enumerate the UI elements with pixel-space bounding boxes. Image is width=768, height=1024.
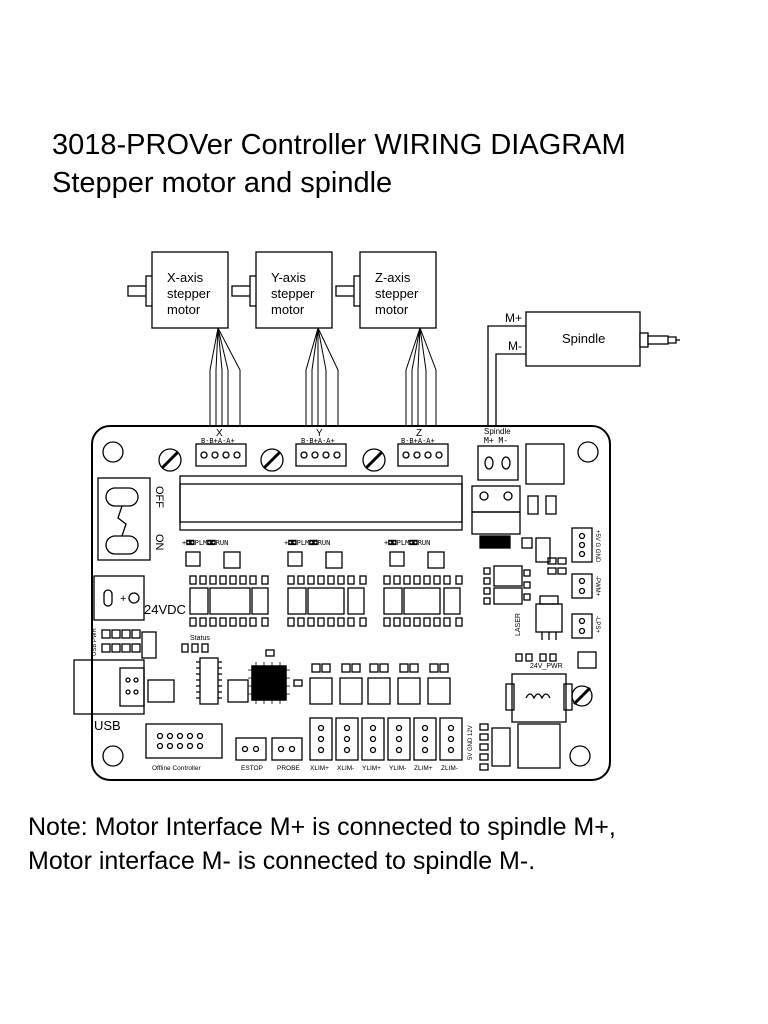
spindle-board-label: Spindle [484, 427, 511, 436]
note-line-2: Motor interface M- is connected to spind… [28, 847, 536, 875]
axis-z-led-row: +◘◘PLM◘◘RUN [384, 539, 430, 547]
bottom-connectors [145, 717, 463, 761]
connector-z-label: Z [416, 428, 422, 439]
power-jack: + 24VDC [93, 575, 186, 621]
diagram-title: 3018-PROVer Controller WIRING DIAGRAM St… [52, 126, 626, 202]
axis-driver-x: +◘◘PLM◘◘RUN [182, 539, 269, 627]
connector-y-pins: B-B+A-A+ [301, 437, 335, 445]
motor-x-line3: motor [167, 302, 201, 317]
right-connectors: +5V G GND -PWM+ -LPS+ [571, 527, 600, 639]
motor-y: Y-axis stepper motor [231, 251, 333, 329]
right-connector-3-label: -LPS+ [594, 616, 600, 633]
driver-potentiometers [158, 448, 386, 472]
status-label: Status [190, 635, 210, 642]
motor-y-line1: Y-axis [271, 270, 306, 285]
power-switch: OFF ON [97, 477, 165, 561]
status-leds [181, 643, 209, 653]
switch-off-label: OFF [153, 486, 165, 508]
label-ylim-minus: YLIM- [389, 765, 406, 772]
ic-chip [196, 657, 222, 705]
connector-y-label: Y [316, 428, 323, 439]
axis-driver-z: +◘◘PLM◘◘RUN [383, 539, 463, 627]
motor-y-line2: stepper [271, 286, 315, 301]
motor-z-line2: stepper [375, 286, 419, 301]
label-zlim-minus: ZLIM- [441, 765, 458, 772]
power-jack-plus: + [120, 593, 126, 605]
spindle-board-pins: M+ M- [484, 436, 508, 445]
label-probe: PROBE [277, 765, 300, 772]
spindle-board-connector: Spindle M+ M- [477, 427, 519, 481]
label-zlim-plus: ZLIM+ [414, 765, 433, 772]
wiring-note: Note: Motor Interface M+ is connected to… [28, 810, 616, 878]
label-offline-controller: Offline Controller [152, 765, 201, 772]
motor-x-line1: X-axis [167, 270, 204, 285]
motor-x-wires [209, 327, 241, 442]
axis-y-led-row: +◘◘PLM◘◘RUN [284, 539, 330, 547]
label-estop: ESTOP [241, 765, 263, 772]
title-line-2: Stepper motor and spindle [52, 167, 393, 199]
motor-z-wires [405, 327, 437, 442]
side-vertical-label: 5V GND 12V [468, 725, 474, 760]
regulator [505, 673, 593, 723]
motor-connectors [195, 443, 449, 467]
label-xlim-minus: XLIM- [337, 765, 354, 772]
usb-label: USB [94, 718, 121, 733]
label-xlim-plus: XLIM+ [310, 765, 329, 772]
motor-x: X-axis stepper motor [127, 251, 229, 329]
power-label: 24VDC [144, 602, 186, 617]
spindle-m-plus-label: M+ [505, 311, 522, 325]
connector-x-pins: B-B+A-A+ [201, 437, 235, 445]
right-connector-1-label: +5V G GND [594, 530, 600, 563]
axis-x-led-row: +◘◘PLM◘◘RUN [182, 539, 228, 547]
pwr-label: 24V_PWR [530, 663, 563, 670]
bottom-right-block: 5V GND 12V [468, 723, 561, 771]
dc-jack-block [525, 443, 565, 485]
motor-z: Z-axis stepper motor [335, 251, 437, 329]
spindle-label: Spindle [562, 331, 605, 346]
right-connector-2-label: -PWM+ [594, 576, 600, 597]
title-line-1: 3018-PROVer Controller WIRING DIAGRAM [52, 129, 626, 161]
spindle-m-minus-label: M- [508, 339, 522, 353]
mcu-chip [248, 649, 303, 704]
usb-port: USB USB PWR [73, 627, 145, 733]
switch-on-label: ON [153, 534, 165, 551]
connector-z-pins: B-B+A-A+ [401, 437, 435, 445]
left-components [101, 629, 249, 703]
motor-z-line3: motor [375, 302, 409, 317]
label-ylim-plus: YLIM+ [362, 765, 381, 772]
limit-optocouplers [309, 663, 451, 705]
motor-y-wires [305, 327, 339, 442]
axis-driver-y: +◘◘PLM◘◘RUN [284, 539, 367, 627]
mosfet-block [471, 485, 557, 549]
motor-x-line2: stepper [167, 286, 211, 301]
connector-x-label: X [216, 428, 223, 439]
motor-z-line1: Z-axis [375, 270, 411, 285]
driver-strip-inner [179, 483, 463, 523]
usb-pwr-label: USB PWR [92, 627, 98, 656]
right-components: LASER [483, 537, 567, 640]
mounting-holes [102, 441, 599, 767]
motor-y-line3: motor [271, 302, 305, 317]
laser-label: LASER [515, 613, 522, 636]
spindle-wires: M+ M- [487, 311, 526, 442]
note-line-1: Note: Motor Interface M+ is connected to… [28, 813, 616, 841]
pwr-led-row: 24V_PWR [515, 651, 597, 670]
spindle: Spindle [525, 311, 680, 367]
